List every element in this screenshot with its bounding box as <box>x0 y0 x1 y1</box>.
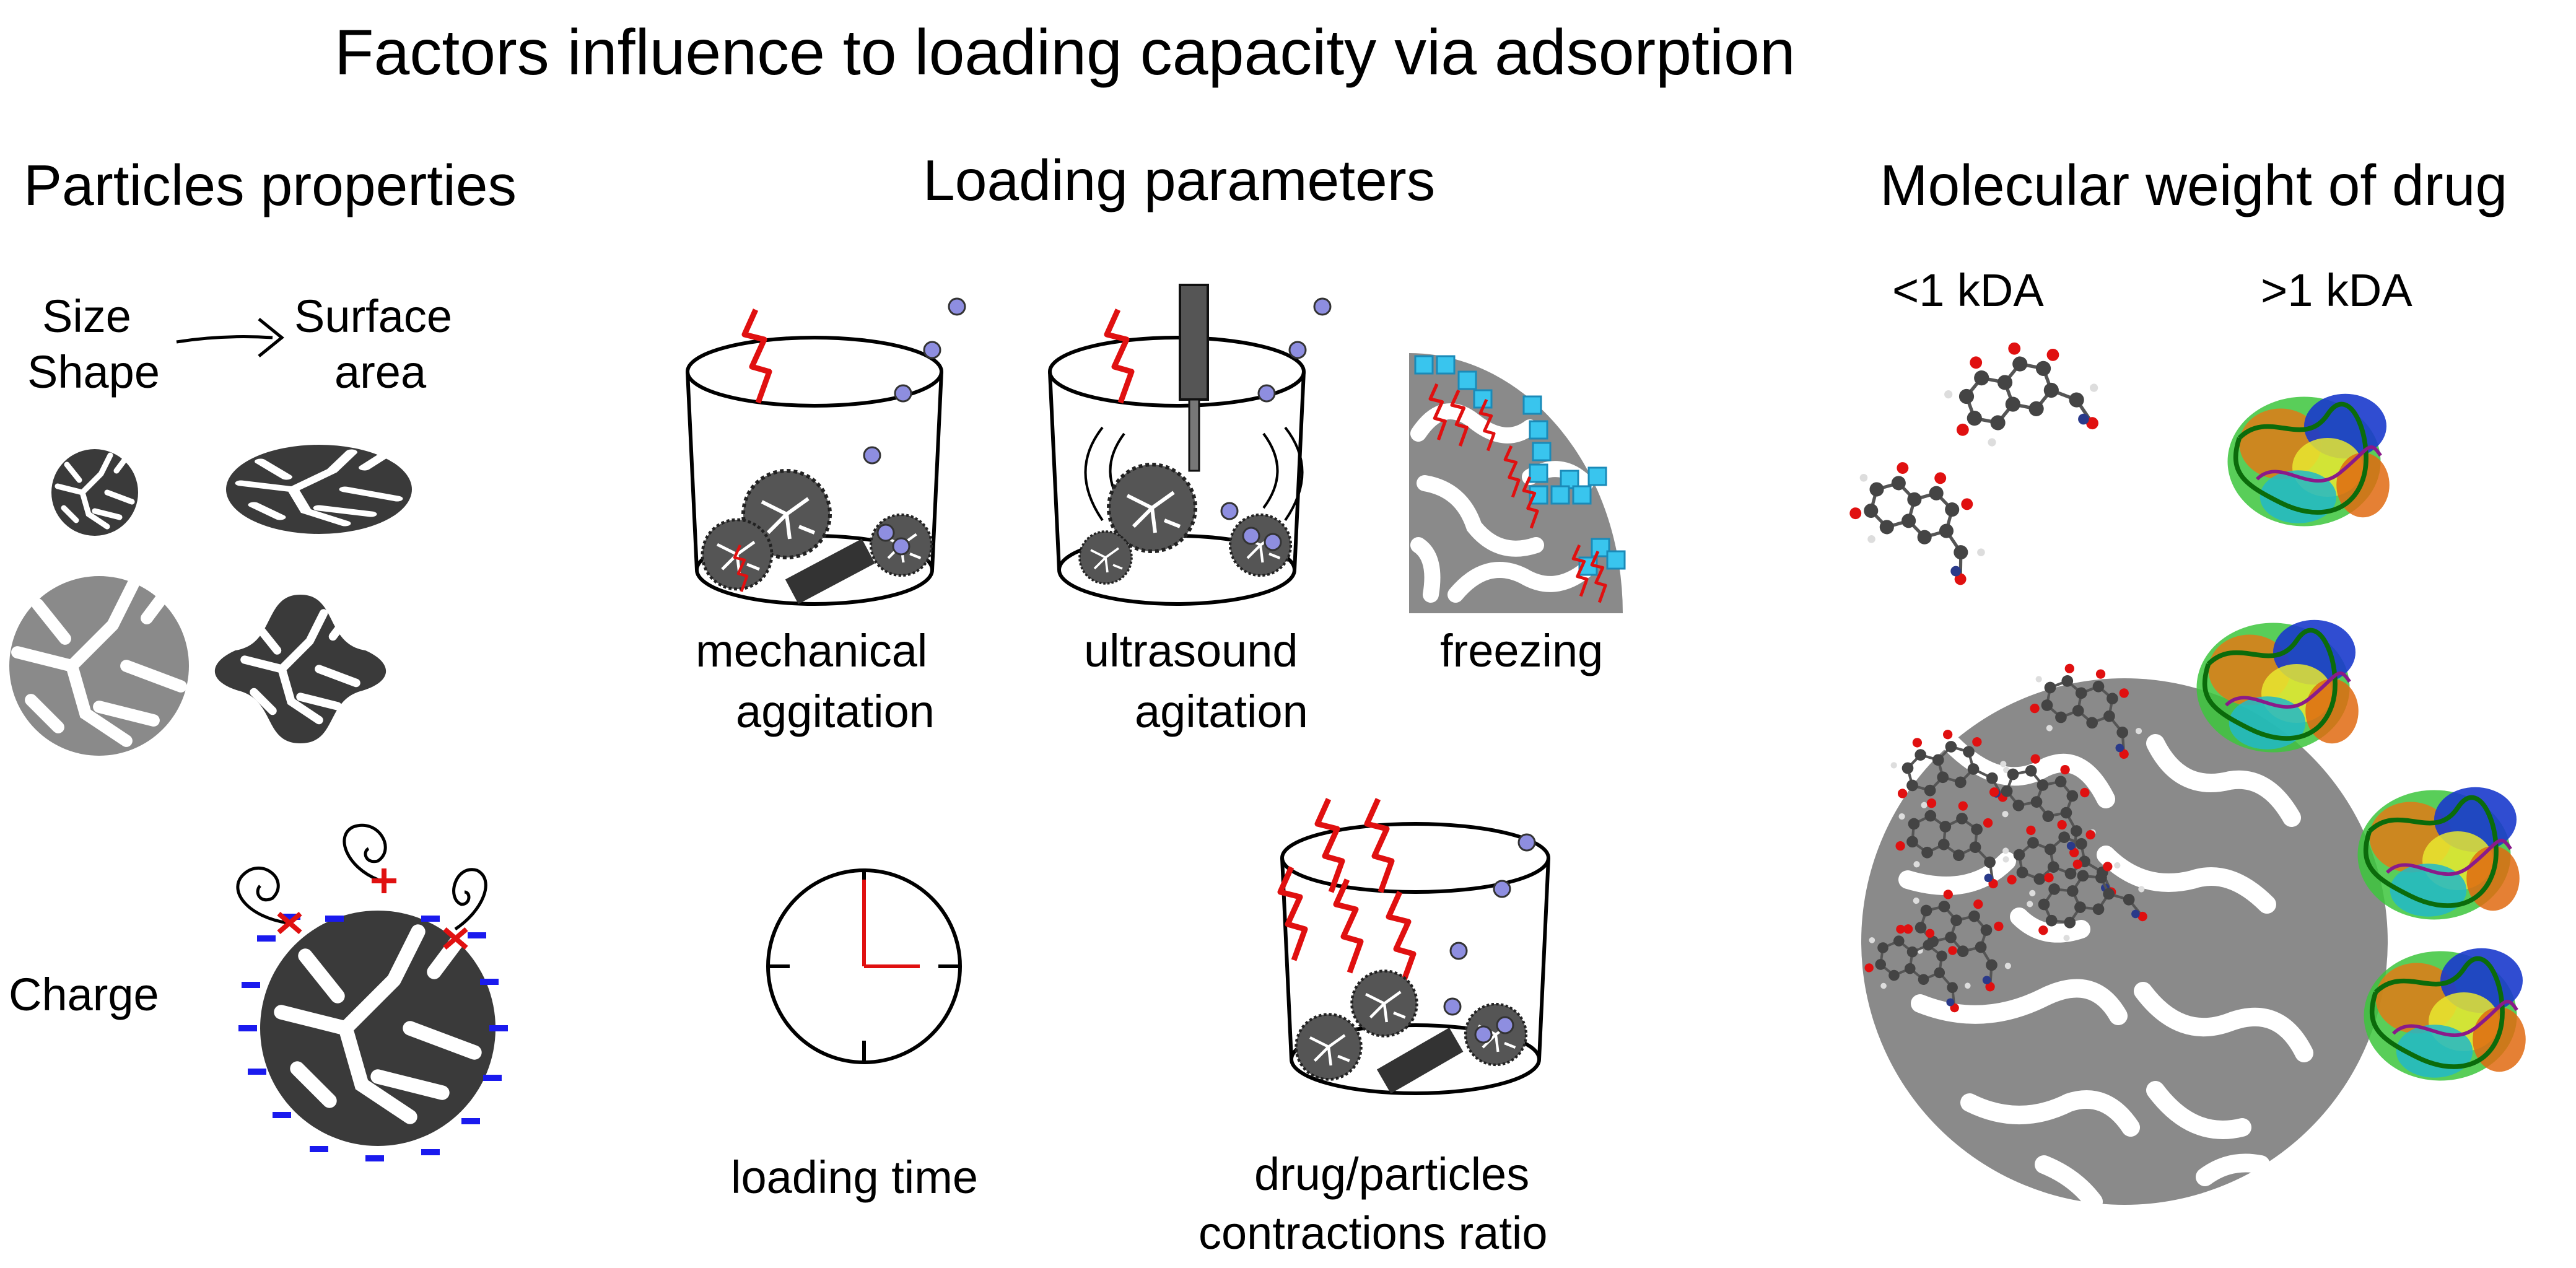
star-shaped-particle <box>214 595 386 743</box>
small-drug-molecules <box>1839 320 2111 589</box>
charge-label: Charge <box>9 969 159 1020</box>
ultrasound-label-line2: agitation <box>1135 686 1308 737</box>
ratio-label-line1: drug/particles <box>1254 1148 1530 1200</box>
freezing-panel <box>1409 353 1626 613</box>
charged-drug-loops <box>236 823 487 931</box>
charged-particle <box>260 911 496 1146</box>
size-shape-arrow <box>176 318 284 357</box>
loaded-large-particle <box>1861 678 2388 1211</box>
molecular-heading: Molecular weight of drug <box>1880 153 2508 217</box>
ratio-label-line2: contractions ratio <box>1198 1207 1548 1259</box>
area-label: area <box>334 346 427 398</box>
large-round-particle <box>9 576 189 756</box>
small-molecule-label: <1 kDA <box>1892 265 2044 316</box>
clock-icon <box>766 868 962 1064</box>
ratio-beaker <box>1280 799 1550 1095</box>
particles-heading: Particles properties <box>24 153 517 217</box>
ultrasound-label-line1: ultrasound <box>1084 625 1298 676</box>
freezing-label: freezing <box>1440 625 1604 676</box>
figure-title: Factors influence to loading capacity vi… <box>334 17 1796 89</box>
mechanical-agitation-beaker <box>686 297 966 606</box>
size-label: Size <box>42 291 131 342</box>
loading-heading: Loading parameters <box>923 148 1436 212</box>
protein-molecule <box>2228 394 2390 527</box>
small-round-particle <box>51 449 138 536</box>
ultrasound-agitation-beaker <box>1048 284 1332 606</box>
large-molecule-label: >1 kDA <box>2261 265 2412 316</box>
loading-time-label: loading time <box>731 1152 979 1203</box>
shape-label: Shape <box>27 346 160 398</box>
charge-markers <box>277 868 468 950</box>
mechanical-label-line1: mechanical <box>696 625 928 676</box>
ellipse-particle <box>226 445 412 534</box>
negative-charges <box>238 914 508 1161</box>
mechanical-label-line2: aggitation <box>736 686 935 737</box>
surface-label: Surface <box>294 291 453 342</box>
